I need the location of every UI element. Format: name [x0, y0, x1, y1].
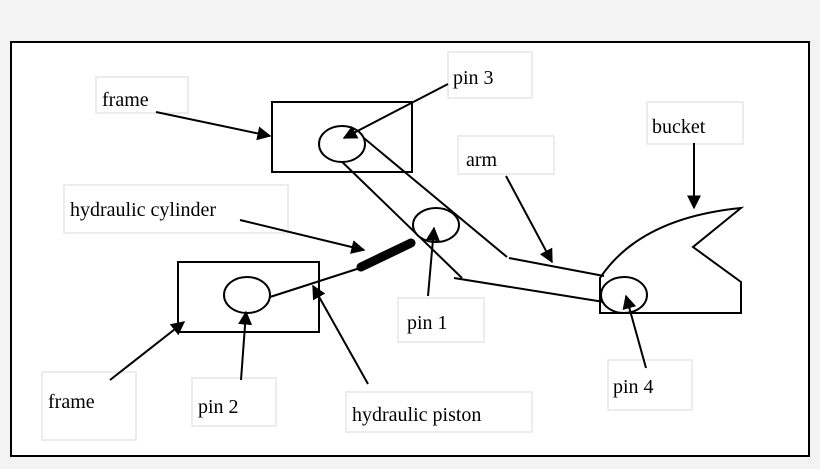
- hydraulic-cylinder-body: [356, 238, 416, 272]
- arrow-arm: [505, 175, 553, 264]
- label-boxes: [41, 51, 744, 441]
- arrow-hydraulic-piston: [312, 284, 369, 385]
- arrow-pin3: [342, 83, 449, 139]
- leader-arrows: [109, 83, 701, 385]
- label-frame-bottom: frame: [48, 391, 95, 413]
- label-arm: arm: [466, 149, 498, 171]
- arm-linkage: [333, 133, 605, 303]
- hydraulic-piston-rod: [269, 267, 361, 298]
- arrow-hydraulic-cylinder: [239, 219, 366, 254]
- label-pin2: pin 2: [198, 396, 239, 418]
- bucket-shape: [599, 206, 745, 314]
- frame-top-box: [271, 101, 413, 173]
- label-hydraulic-cylinder: hydraulic cylinder: [70, 199, 216, 221]
- label-pin4: pin 4: [613, 376, 654, 398]
- pin-4: [600, 276, 648, 314]
- label-frame-top: frame: [102, 89, 149, 111]
- label-hydraulic-piston: hydraulic piston: [352, 404, 481, 426]
- label-bucket: bucket: [652, 116, 706, 138]
- label-pin1: pin 1: [407, 312, 448, 334]
- arrow-frame-top: [155, 111, 272, 141]
- arrow-pin4: [622, 294, 647, 369]
- arrow-frame-bottom: [109, 321, 186, 381]
- pin-1: [412, 207, 460, 243]
- arrow-pin1: [425, 226, 440, 297]
- pin-2: [223, 276, 271, 314]
- label-pin3: pin 3: [453, 67, 494, 89]
- arrow-pin2: [238, 310, 253, 381]
